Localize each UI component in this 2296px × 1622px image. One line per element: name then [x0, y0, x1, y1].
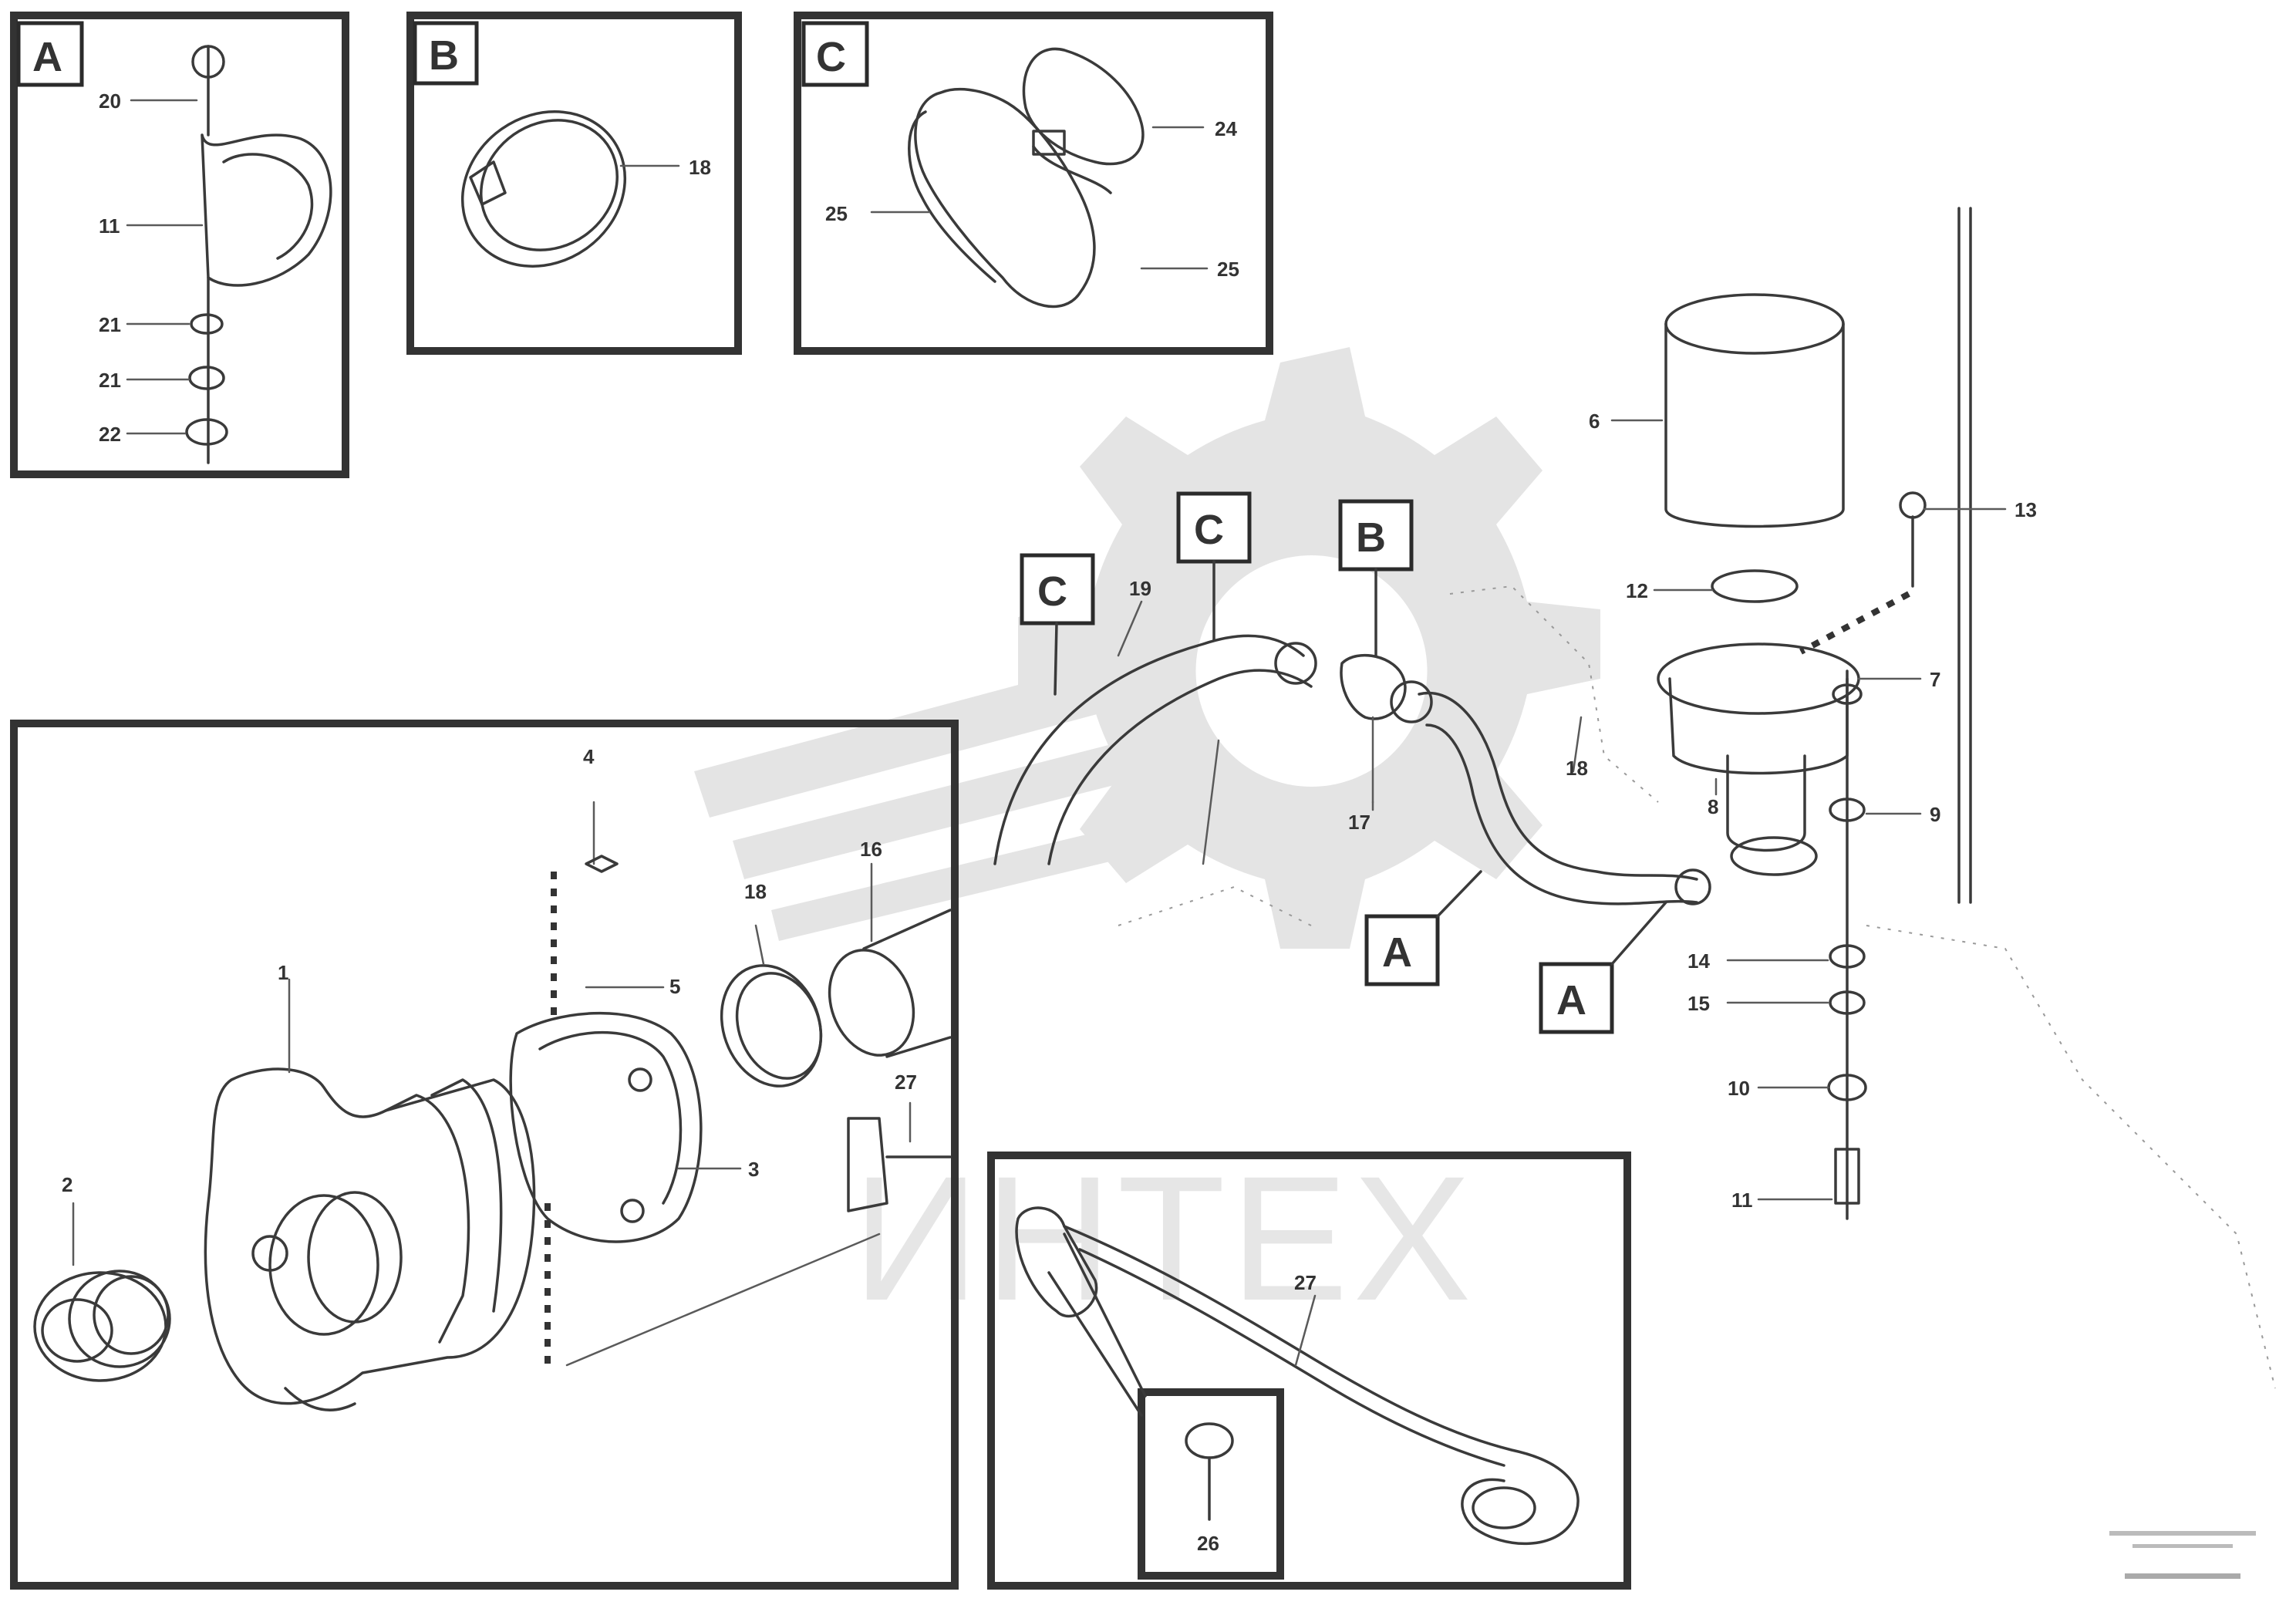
callout-main-17: 17: [1348, 811, 1371, 834]
callout-main-9: 9: [1930, 803, 1940, 826]
callout-a-21b: 21: [99, 369, 121, 392]
alternator-panel: 4 5 3 2 1 16 18 27: [10, 720, 959, 1590]
main-tag-c2: C: [1176, 491, 1252, 642]
callout-main-18: 18: [1566, 757, 1588, 780]
callout-alt-3: 3: [748, 1158, 759, 1181]
callout-alt-16: 16: [860, 838, 882, 861]
callout-main-8: 8: [1708, 795, 1718, 818]
drawing-reference: [2109, 1531, 2256, 1579]
inset-a-letter: A: [32, 34, 62, 80]
callout-main-11: 11: [1731, 1189, 1753, 1212]
callout-b-18: 18: [689, 156, 711, 179]
inset-b-letter: B: [429, 32, 459, 79]
callout-main-10: 10: [1728, 1077, 1750, 1100]
detail-panel: 26 27: [987, 1152, 1631, 1590]
callout-detail-26: 26: [1197, 1532, 1219, 1555]
svg-text:C: C: [1037, 568, 1067, 615]
callout-c-24: 24: [1215, 117, 1237, 140]
svg-text:A: A: [1382, 929, 1412, 976]
main-tag-b: B: [1338, 499, 1414, 657]
inset-a: A 20 11 21 21 22: [10, 12, 349, 478]
callout-main-14: 14: [1687, 949, 1710, 973]
callout-main-15: 15: [1687, 992, 1710, 1015]
callout-main-12: 12: [1626, 579, 1648, 602]
inset-c-letter: C: [816, 34, 846, 80]
callout-alt-2: 2: [62, 1173, 72, 1196]
main-tag-a1: A: [1364, 870, 1482, 986]
callout-a-21: 21: [99, 313, 121, 336]
inset-c: C 24 25 25: [794, 12, 1273, 355]
svg-text:B: B: [1356, 514, 1386, 561]
main-tag-a2: A: [1539, 901, 1667, 1034]
callout-main-19: 19: [1129, 577, 1151, 600]
callout-c-25: 25: [825, 202, 848, 225]
svg-text:C: C: [1194, 507, 1224, 553]
callout-alt-4: 4: [583, 745, 595, 768]
callout-a-20: 20: [99, 89, 121, 113]
callout-a-22: 22: [99, 423, 121, 446]
svg-text:A: A: [1556, 977, 1586, 1023]
callout-c-25b: 25: [1217, 258, 1239, 281]
callout-alt-27: 27: [895, 1071, 917, 1094]
callout-a-11: 11: [99, 214, 120, 238]
callout-main-13: 13: [2014, 498, 2037, 521]
callout-alt-5: 5: [669, 975, 680, 998]
filter-assembly: [993, 207, 2276, 1389]
watermark-text: ИНТЕХ: [852, 1139, 1476, 1337]
callout-alt-1: 1: [278, 961, 288, 984]
callout-main-6: 6: [1589, 410, 1600, 433]
watermark-gear-logo: [694, 347, 1600, 949]
callout-main-7: 7: [1930, 668, 1940, 691]
inset-b: B 18: [406, 12, 742, 355]
callout-alt-18: 18: [744, 880, 767, 903]
main-tag-c1: C: [1020, 553, 1095, 696]
callout-detail-27: 27: [1294, 1271, 1317, 1294]
